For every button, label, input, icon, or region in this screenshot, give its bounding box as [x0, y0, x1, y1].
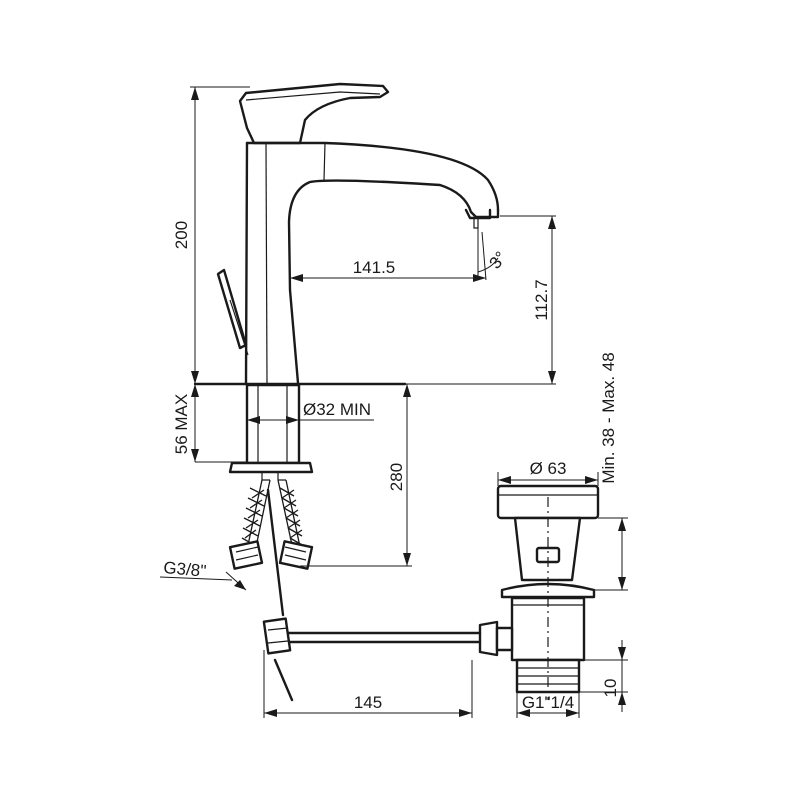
dim-waste-range: Min. 38 - Max. 48	[594, 352, 628, 591]
lift-rod	[266, 488, 294, 702]
waste-horizontal-rod	[262, 617, 514, 657]
dim-reach-141-5: 141.5	[290, 228, 486, 282]
dim-label-10: 10	[601, 679, 620, 698]
dim-hole-32-min: Ø32 MIN	[247, 400, 374, 424]
dim-label-g1-1-4: G1"1/4	[522, 693, 574, 712]
faucet-lever-handle	[238, 82, 390, 145]
dim-label-280: 280	[387, 463, 406, 491]
dim-angle-3deg: 3°	[477, 231, 511, 281]
dim-thread-length-10: 10	[579, 640, 628, 712]
dim-thread-g3-8: G3/8"	[159, 558, 247, 591]
dim-label-63: Ø 63	[530, 459, 567, 478]
dim-height-200: 200	[172, 86, 250, 384]
dim-label-g3-8: G3/8"	[163, 558, 207, 581]
dim-label-112-7: 112.7	[532, 279, 551, 320]
dim-label-min-max: Min. 38 - Max. 48	[599, 352, 618, 483]
faucet-shank	[228, 383, 314, 480]
dim-hose-280: 280	[300, 384, 412, 567]
dim-label-200: 200	[172, 221, 191, 249]
dim-rod-145: 145	[263, 650, 473, 718]
dim-waste-thread: G1"1/4	[516, 692, 580, 718]
dim-label-56-max: 56 MAX	[172, 394, 191, 454]
dim-deck-56-max: 56 MAX	[172, 384, 246, 463]
dim-label-141-5: 141.5	[353, 258, 396, 277]
dim-label-3deg: 3°	[486, 248, 511, 273]
dim-label-145: 145	[354, 693, 382, 712]
dim-waste-diameter-63: Ø 63	[497, 459, 599, 486]
flexible-hoses	[228, 479, 314, 570]
dim-label-32-min: Ø32 MIN	[303, 400, 371, 419]
dim-height-112-7: 112.7	[405, 215, 556, 385]
pop-up-waste	[496, 484, 600, 700]
pop-up-pull-rod	[216, 268, 249, 356]
